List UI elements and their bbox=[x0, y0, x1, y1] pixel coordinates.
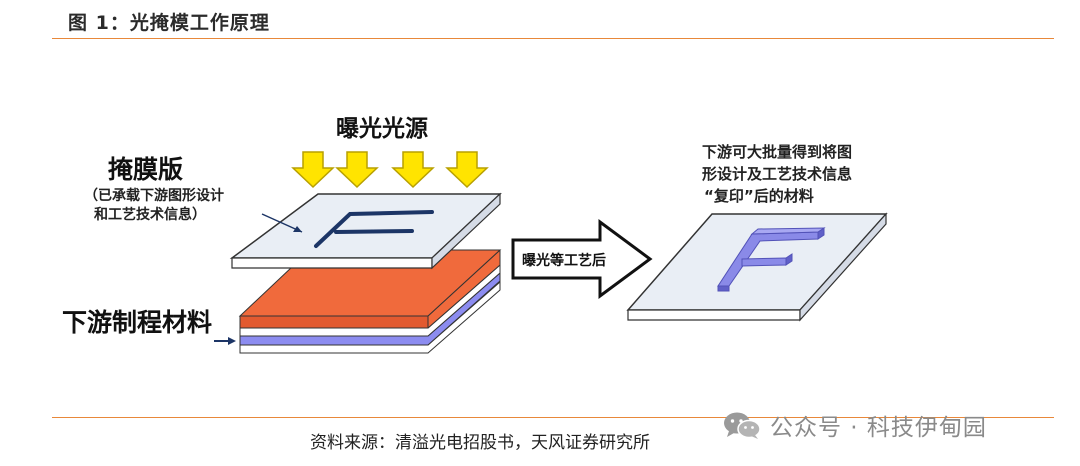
mask-pattern-f bbox=[314, 210, 434, 248]
mask-note-line-1: （已承载下游图形设计 bbox=[84, 187, 224, 204]
process-arrow-label: 曝光等工艺后 bbox=[522, 252, 606, 269]
exposure-arrow bbox=[292, 151, 334, 188]
watermark-text: 公众号 · 科技伊甸园 bbox=[770, 415, 987, 441]
result-label-line-3: “复印”后的材料 bbox=[704, 187, 814, 205]
leader-arrowhead bbox=[293, 226, 302, 232]
result-pattern-f bbox=[717, 227, 826, 292]
exposure-arrow bbox=[446, 151, 488, 188]
process-arrow bbox=[511, 219, 653, 299]
wechat-icon bbox=[724, 412, 761, 439]
mask-plate bbox=[229, 193, 502, 259]
watermark: 公众号 · 科技伊甸园 bbox=[722, 408, 987, 442]
source-note: 资料来源：清溢光电招股书，天风证券研究所 bbox=[310, 433, 650, 453]
substrate-label: 下游制程材料 bbox=[62, 308, 212, 337]
mask-plate-side bbox=[431, 192, 501, 270]
exposure-arrow bbox=[392, 151, 434, 188]
substrate-orange-front bbox=[239, 315, 429, 329]
mask-note-line-2: 和工艺技术信息） bbox=[94, 206, 206, 223]
result-label-line-1: 下游可大批量得到将图 bbox=[702, 143, 852, 161]
light-source-label: 曝光光源 bbox=[336, 116, 428, 142]
result-plate-side bbox=[799, 212, 887, 322]
substrate-arrowhead bbox=[228, 337, 236, 345]
mask-plate-edge bbox=[231, 257, 433, 269]
bottom-rule bbox=[52, 417, 1054, 418]
result-label-line-2: 形设计及工艺技术信息 bbox=[702, 165, 852, 183]
mask-label: 掩膜版 bbox=[108, 155, 183, 184]
figure-title: 图 1：光掩模工作原理 bbox=[68, 12, 270, 34]
top-rule bbox=[52, 38, 1054, 39]
result-plate-edge bbox=[627, 309, 801, 321]
exposure-arrow bbox=[336, 151, 378, 188]
